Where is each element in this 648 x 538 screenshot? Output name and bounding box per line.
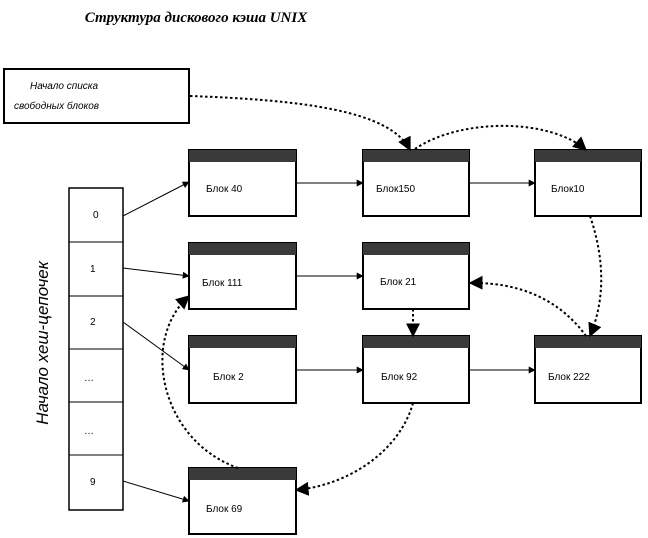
block-111: Блок 111: [188, 242, 297, 310]
hash-cell-2: 2: [90, 317, 96, 328]
free-list-label-line1: Начало списка: [30, 81, 99, 92]
hash-cell-ellipsis-1: …: [84, 373, 94, 384]
block-40-label: Блок 40: [206, 184, 243, 195]
block-21-label: Блок 21: [380, 277, 417, 288]
block-92-label: Блок 92: [381, 372, 418, 383]
free-list-label-line2: свободных блоков: [14, 100, 99, 112]
block-2-label: Блок 2: [213, 372, 244, 383]
hash-cell-0: 0: [93, 210, 99, 221]
free-list-head: Начало списка свободных блоков: [3, 68, 190, 124]
block-222-label: Блок 222: [548, 372, 590, 383]
block-92: Блок 92: [362, 335, 470, 404]
free-list-arrows: [161, 95, 603, 496]
block-40: Блок 40: [188, 149, 297, 217]
hash-cell-ellipsis-2: …: [84, 426, 94, 437]
hash-chain-arrows: [122, 179, 536, 503]
block-2: Блок 2: [188, 335, 297, 404]
diagram-title: Структура дискового кэша UNIX: [85, 10, 308, 26]
block-150-label: Блок150: [376, 184, 415, 195]
hash-cell-9: 9: [90, 477, 96, 488]
block-222: Блок 222: [534, 335, 642, 404]
block-10: Блок10: [534, 149, 642, 217]
hash-chain-label: Начало хеш-цепочек: [33, 260, 52, 424]
block-69-label: Блок 69: [206, 504, 243, 515]
block-69: Блок 69: [188, 467, 297, 535]
block-10-label: Блок10: [551, 184, 585, 195]
hash-cell-1: 1: [90, 264, 96, 275]
block-111-label: Блок 111: [202, 278, 243, 289]
block-21: Блок 21: [362, 242, 470, 310]
block-150: Блок150: [362, 149, 470, 217]
hash-table: 0 1 2 … … 9: [68, 187, 124, 511]
